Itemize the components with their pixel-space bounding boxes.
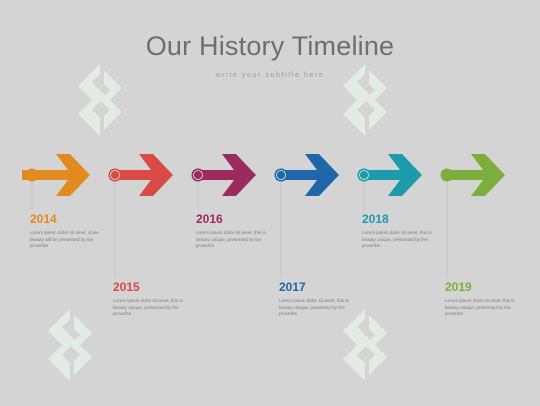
watermark bbox=[40, 305, 100, 390]
milestone-year-2015: 2015 bbox=[113, 280, 140, 294]
milestone-text-2016: Lorem ipsum dolor sit amet, this is beau… bbox=[196, 230, 266, 248]
watermark-logo-icon bbox=[343, 309, 387, 381]
watermark-logo-icon bbox=[343, 64, 387, 136]
arrow-2019 bbox=[440, 154, 505, 196]
arrow-2015 bbox=[108, 154, 173, 196]
page-title: Our History Timeline bbox=[145, 31, 395, 61]
watermark bbox=[335, 305, 395, 390]
milestone-year-2018: 2018 bbox=[362, 212, 389, 226]
arrow-2017 bbox=[274, 154, 339, 196]
watermark-logo-icon bbox=[48, 309, 92, 381]
page-subtitle: write your subtitle here bbox=[215, 72, 325, 79]
milestone-year-2016: 2016 bbox=[196, 212, 223, 226]
milestone-year-2019: 2019 bbox=[445, 280, 472, 294]
arrow-2014 bbox=[22, 154, 90, 196]
milestone-year-2014: 2014 bbox=[30, 212, 57, 226]
watermark-logo-icon bbox=[78, 64, 122, 136]
milestone-text-2018: Lorem ipsum dolor sit amet, this is beau… bbox=[362, 230, 432, 248]
milestone-text-2017: Lorem ipsum dolor sit amet, this is beau… bbox=[279, 298, 349, 316]
watermark bbox=[70, 60, 130, 145]
watermark bbox=[335, 60, 395, 145]
milestone-text-2019: Lorem ipsum dolor sit amet, this is beau… bbox=[445, 298, 515, 316]
milestone-text-2014: Lorem ipsum dolor sit amet, close beauty… bbox=[30, 230, 99, 248]
arrow-2016 bbox=[191, 154, 256, 196]
arrow-2018 bbox=[357, 154, 422, 196]
milestone-year-2017: 2017 bbox=[279, 280, 306, 294]
milestone-text-2015: Lorem ipsum dolor sit amet, this is beau… bbox=[113, 298, 183, 316]
